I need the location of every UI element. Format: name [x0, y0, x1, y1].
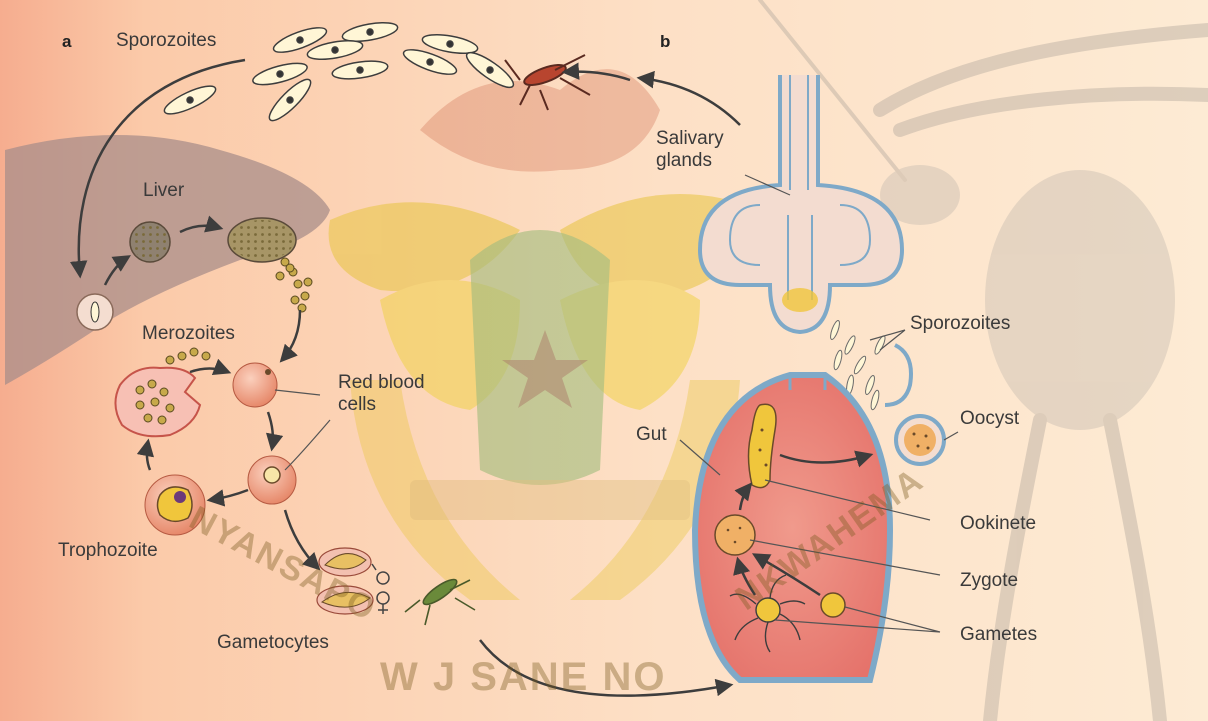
label-sporozoites-right: Sporozoites: [910, 313, 1010, 335]
label-ookinete: Ookinete: [960, 513, 1036, 535]
label-gut: Gut: [636, 424, 667, 446]
label-gametes: Gametes: [960, 624, 1037, 646]
panel-letter-b: b: [660, 32, 670, 52]
label-salivary-glands: Salivary glands: [656, 128, 724, 172]
label-merozoites: Merozoites: [142, 323, 235, 345]
red-blood-cell-1: [233, 363, 277, 407]
label-trophozoite: Trophozoite: [58, 540, 158, 562]
label-gametocytes: Gametocytes: [217, 632, 329, 654]
label-zygote: Zygote: [960, 570, 1018, 592]
label-red-blood-cells: Red blood cells: [338, 372, 425, 416]
label-liver: Liver: [143, 180, 184, 202]
female-gamete: [821, 593, 845, 617]
zygote-cell: [715, 515, 755, 555]
watermark-text-bottom: W J SANE NO: [380, 655, 666, 700]
panel-letter-a: a: [62, 32, 71, 52]
label-oocyst: Oocyst: [960, 408, 1019, 430]
label-sporozoites-top: Sporozoites: [116, 30, 216, 52]
